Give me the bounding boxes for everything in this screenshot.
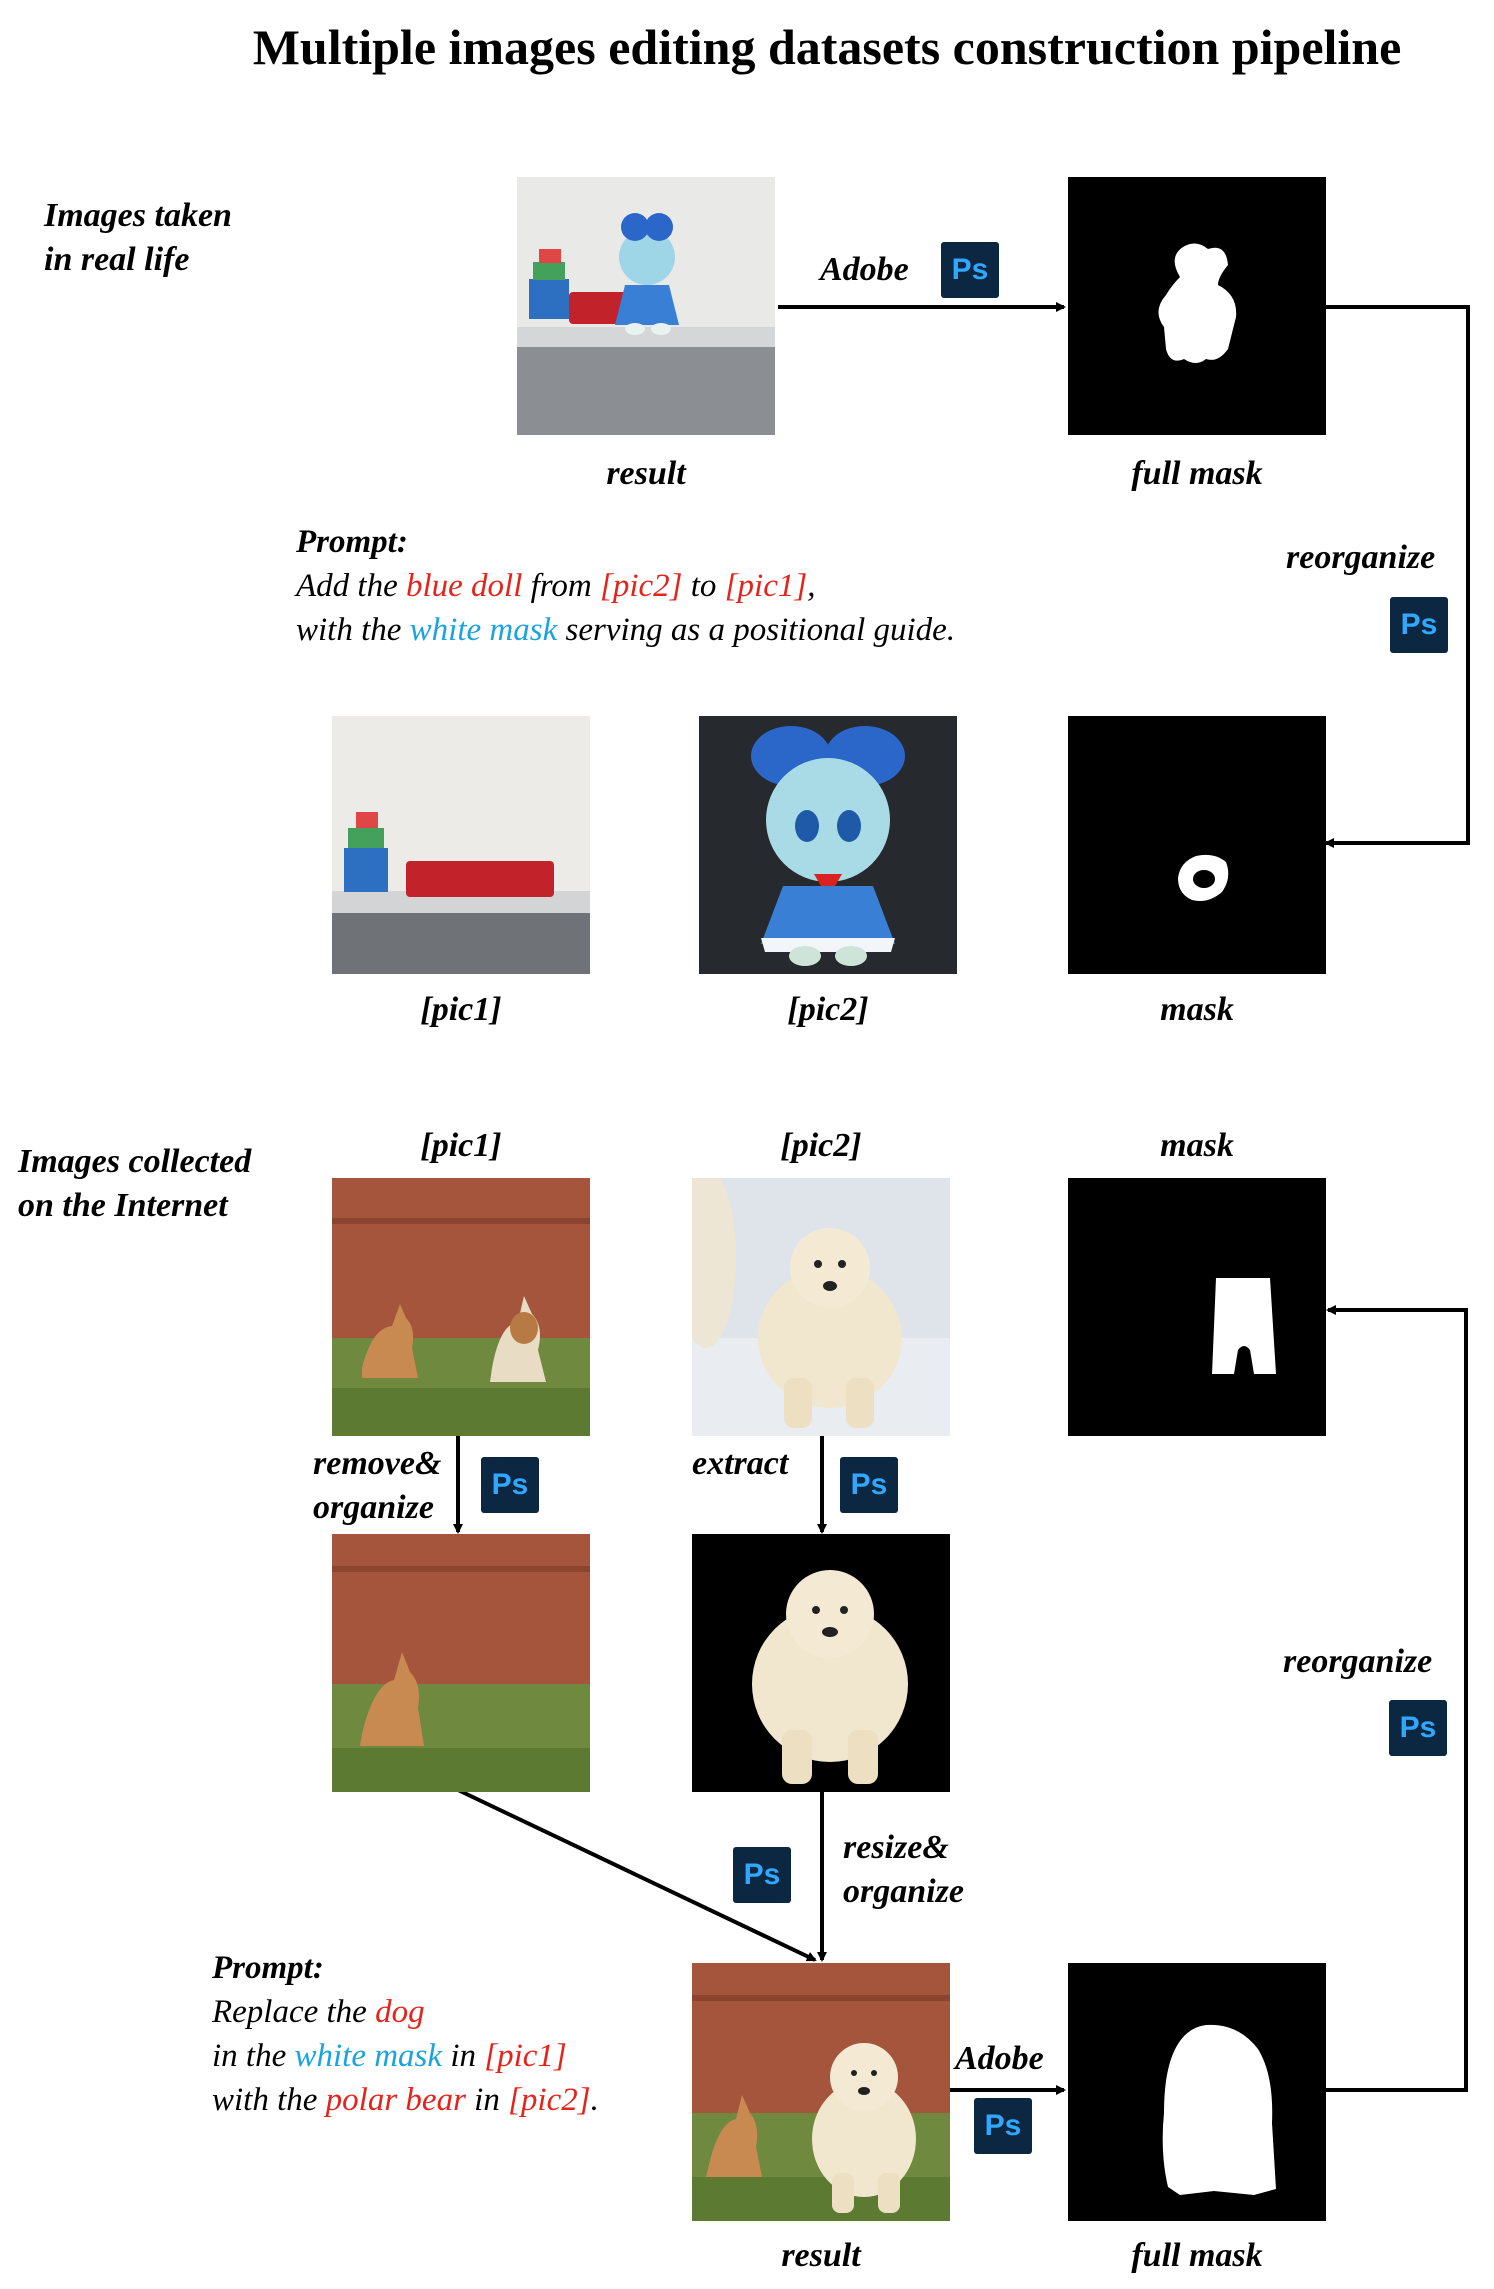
photoshop-icon: Ps [974, 2098, 1032, 2154]
section2-mask-label: mask [1160, 1127, 1234, 1164]
section1-result-image [517, 177, 775, 435]
section2-resize-label-line2: organize [843, 1873, 964, 1910]
section1-heading-line2: in real life [44, 241, 190, 278]
section1-reorganize-label: reorganize [1286, 539, 1436, 576]
section1-pic1-image [332, 716, 590, 974]
page-title: Multiple images editing datasets constru… [252, 19, 1402, 75]
section1-pic2-label: [pic2] [787, 991, 869, 1028]
section2-prompt: Prompt: Replace the dog in the white mas… [212, 1950, 599, 2118]
section2-remove-label-line2: organize [313, 1489, 434, 1526]
section1-mask-image [1068, 716, 1326, 974]
section2-mask-image [1068, 1178, 1326, 1436]
section1-full-mask-image [1068, 177, 1326, 435]
section2-pic2-label: [pic2] [780, 1127, 862, 1164]
section1-mask-label: mask [1160, 991, 1234, 1028]
section1-heading-line1: Images taken [44, 197, 232, 234]
section2-full-mask-image [1068, 1963, 1326, 2221]
arrow-full-mask-to-mask-2 [1326, 1305, 1468, 2092]
section1-pic1-label: [pic1] [420, 991, 502, 1028]
highlight-pic1: [pic1] [724, 568, 808, 604]
photoshop-icon: Ps [941, 242, 999, 298]
section2-result-image [692, 1963, 950, 2221]
photoshop-icon: Ps [1390, 597, 1448, 653]
highlight-pic2: [pic2] [508, 2082, 591, 2118]
highlight-pic1: [pic1] [484, 2038, 567, 2074]
photoshop-icon: Ps [733, 1847, 791, 1903]
section2-full-mask-label: full mask [1131, 2237, 1263, 2274]
section2-heading-line1: Images collected [18, 1143, 252, 1180]
section1-result-label: result [606, 455, 686, 492]
section2-adobe-label: Adobe [955, 2040, 1044, 2077]
arrow-full-mask-to-mask [1324, 305, 1470, 848]
section1-pic2-image [699, 716, 957, 974]
section1-full-mask-label: full mask [1131, 455, 1263, 492]
highlight-pic2: [pic2] [600, 568, 683, 604]
highlight-white-mask: white mask [409, 612, 558, 648]
section2-resize-label-line1: resize& [843, 1829, 949, 1866]
section1-adobe-label: Adobe [820, 251, 909, 288]
section2-remove-label-line1: remove& [313, 1445, 442, 1482]
prompt-heading: Prompt: [296, 524, 408, 560]
section2-pic1-image [332, 1178, 590, 1436]
section2-pic2-image [692, 1178, 950, 1436]
highlight-dog: dog [375, 1994, 425, 2030]
photoshop-icon: Ps [840, 1457, 898, 1513]
photoshop-icon: Ps [481, 1457, 539, 1513]
section2-extracted-image [692, 1534, 950, 1792]
section2-result-label: result [781, 2237, 861, 2274]
prompt-heading: Prompt: [212, 1950, 324, 1986]
section2-pic1-label: [pic1] [420, 1127, 502, 1164]
photoshop-icon: Ps [1389, 1700, 1447, 1756]
section2-extract-label: extract [692, 1445, 789, 1482]
section2-heading-line2: on the Internet [18, 1187, 228, 1224]
arrow-removed-to-result [457, 1788, 817, 1962]
section2-reorganize-label: reorganize [1283, 1643, 1433, 1680]
highlight-polar-bear: polar bear [325, 2082, 466, 2118]
highlight-blue-doll: blue doll [405, 568, 523, 604]
section1-prompt: Prompt: Add the blue doll from [pic2] to… [296, 524, 956, 648]
highlight-white-mask: white mask [294, 2038, 443, 2074]
section2-removed-image [332, 1534, 590, 1792]
